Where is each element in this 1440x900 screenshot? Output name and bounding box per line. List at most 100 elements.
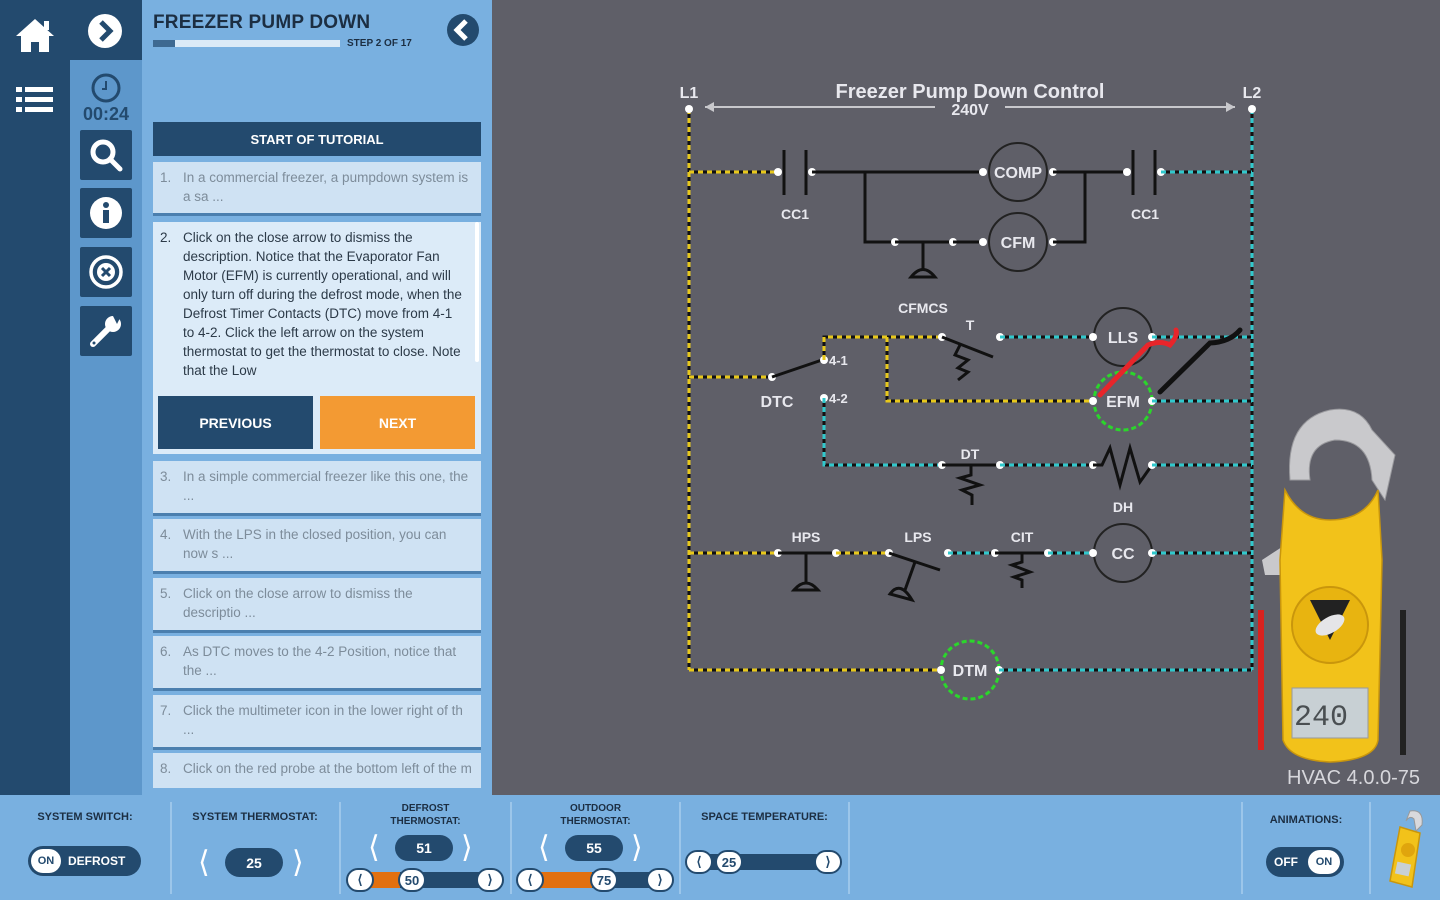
l2-label: L2: [1243, 85, 1262, 102]
system-switch-toggle[interactable]: ON DEFROST: [28, 846, 141, 876]
step-text: Click on the close arrow to dismiss the …: [183, 586, 413, 620]
defrost-thermostat-label: DEFROST THERMOSTAT:: [390, 803, 461, 827]
efm-label: EFM: [1106, 394, 1140, 411]
step-number: 3.: [160, 469, 172, 484]
collapse-panel-button[interactable]: [446, 13, 480, 47]
rung-defrost: [689, 307, 1252, 505]
system-switch-label: SYSTEM SWITCH:: [37, 811, 133, 823]
chevron-left-circle-icon: [447, 14, 479, 46]
tutorial-step-8[interactable]: 8. Click on the red probe at the bottom …: [153, 753, 481, 788]
comp-coil: [988, 142, 1048, 202]
info-icon: [90, 197, 122, 229]
start-of-tutorial-button[interactable]: START OF TUTORIAL: [153, 122, 481, 156]
defrost-slider-left[interactable]: ⟨: [346, 868, 374, 892]
dt-label: DT: [961, 446, 980, 462]
tutorial-step-4[interactable]: 4. With the LPS in the closed position, …: [153, 519, 481, 574]
system-thermostat-increase[interactable]: ⟩: [292, 846, 304, 879]
step-text: Click the multimeter icon in the lower r…: [183, 703, 463, 737]
tutorial-step-6[interactable]: 6. As DTC moves to the 4-2 Position, not…: [153, 636, 481, 691]
cit-label: CIT: [1011, 529, 1034, 545]
position-4-2-label: 4-2: [829, 391, 848, 406]
space-temp-slider-left[interactable]: ⟨: [685, 850, 713, 874]
close-circle-icon: [89, 255, 123, 289]
home-icon: [16, 19, 54, 52]
step-text: In a simple commercial freezer like this…: [183, 469, 469, 503]
outdoor-slider-right[interactable]: ⟩: [646, 868, 674, 892]
cfm-coil: [988, 212, 1048, 272]
divider: [339, 802, 341, 894]
space-temp-slider-right[interactable]: ⟩: [814, 850, 842, 874]
next-button[interactable]: NEXT: [320, 396, 475, 449]
system-thermostat-decrease[interactable]: ⟨: [198, 846, 210, 879]
defrost-slider-thumb[interactable]: 50: [398, 868, 426, 892]
search-icon: [90, 139, 123, 172]
animations-toggle[interactable]: OFF ON: [1266, 847, 1344, 877]
tutorial-step-7[interactable]: 7. Click the multimeter icon in the lowe…: [153, 695, 481, 750]
animations-label: ANIMATIONS:: [1269, 814, 1343, 826]
space-temp-slider-thumb[interactable]: 25: [715, 850, 743, 874]
control-bar: [0, 795, 1440, 900]
red-probe-lead[interactable]: [1097, 327, 1179, 398]
step-text: In a commercial freezer, a pumpdown syst…: [183, 170, 469, 204]
clock-icon: [91, 73, 121, 103]
system-thermostat-label: SYSTEM THERMOSTAT:: [192, 811, 318, 823]
step-scrollbar[interactable]: [475, 222, 479, 362]
black-probe-lead[interactable]: [1157, 327, 1243, 395]
dh-label: DH: [1113, 499, 1133, 515]
search-button[interactable]: [80, 130, 132, 180]
step-number: 6.: [160, 644, 172, 659]
black-probe[interactable]: [1400, 610, 1406, 755]
defrost-thermostat-setpoint: 51: [395, 835, 453, 861]
clamp-multimeter[interactable]: 240: [1258, 408, 1406, 763]
divider: [510, 802, 512, 894]
expand-panel-button[interactable]: [84, 10, 126, 52]
diagram-title: Freezer Pump Down Control: [836, 81, 1105, 103]
outdoor-slider-thumb[interactable]: 75: [590, 868, 618, 892]
system-thermostat-value: 25: [225, 848, 283, 877]
outdoor-slider-left[interactable]: ⟨: [516, 868, 544, 892]
step-number: 1.: [160, 170, 172, 185]
lps-label: LPS: [904, 529, 931, 545]
progress-fill: [153, 40, 176, 47]
wrench-icon: [90, 316, 121, 347]
info-button[interactable]: [80, 188, 132, 238]
progress-bar: [153, 40, 340, 47]
tutorial-step-5[interactable]: 5. Click on the close arrow to dismiss t…: [153, 578, 481, 633]
multimeter-icon: [1389, 810, 1423, 888]
close-button[interactable]: [80, 247, 132, 297]
outdoor-thermostat-decrease[interactable]: ⟨: [538, 831, 550, 864]
multimeter-button[interactable]: [1378, 805, 1436, 895]
menu-button[interactable]: [12, 80, 58, 120]
tutorial-step-3[interactable]: 3. In a simple commercial freezer like t…: [153, 461, 481, 516]
step-text: Click on the red probe at the bottom lef…: [183, 761, 472, 788]
defrost-thermostat-decrease[interactable]: ⟨: [368, 831, 380, 864]
space-temperature-label: SPACE TEMPERATURE:: [701, 811, 828, 823]
red-probe[interactable]: [1258, 610, 1264, 750]
defrost-thermostat-increase[interactable]: ⟩: [461, 831, 473, 864]
defrost-slider-right[interactable]: ⟩: [476, 868, 504, 892]
cc-label: CC: [1111, 546, 1135, 563]
cfm-label: CFM: [1001, 235, 1036, 252]
divider: [1369, 802, 1371, 894]
timer: [86, 70, 126, 106]
tutorial-step-2[interactable]: 2. Click on the close arrow to dismiss t…: [153, 222, 481, 394]
outdoor-thermostat-setpoint: 55: [565, 835, 623, 861]
outdoor-thermostat-increase[interactable]: ⟩: [631, 831, 643, 864]
divider: [1241, 802, 1243, 894]
chevron-right-circle-icon: [88, 14, 122, 48]
step-number: 8.: [160, 761, 172, 776]
lls-label: LLS: [1108, 330, 1139, 347]
step-text: Click on the close arrow to dismiss the …: [183, 230, 462, 378]
divider: [170, 802, 172, 894]
dtm-label: DTM: [953, 663, 988, 680]
system-switch-mode: DEFROST: [68, 854, 126, 868]
step-counter: STEP 2 OF 17: [347, 38, 412, 49]
home-button[interactable]: [12, 14, 58, 56]
tutorial-step-1[interactable]: 1. In a commercial freezer, a pumpdown s…: [153, 162, 481, 216]
previous-button[interactable]: PREVIOUS: [158, 396, 313, 449]
settings-button[interactable]: [80, 306, 132, 356]
animations-on: ON: [1308, 850, 1340, 874]
hps-label: HPS: [792, 529, 821, 545]
rung-timer-motor: [689, 639, 1252, 701]
step-number: 7.: [160, 703, 172, 718]
